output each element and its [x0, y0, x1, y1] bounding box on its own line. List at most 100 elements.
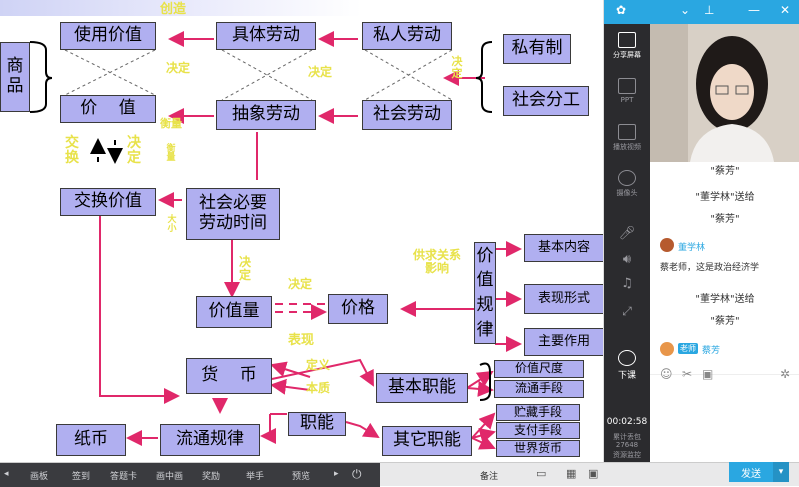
camera-button[interactable]: 摄像头	[604, 170, 650, 198]
box-use-value: 使用价值	[60, 22, 156, 50]
annotation-create: 创造	[160, 2, 187, 17]
annotation-decide-3: 决定	[451, 55, 463, 80]
annotation-definition: 定义	[306, 358, 331, 372]
expand-view-icon[interactable]: ▣	[588, 467, 599, 480]
box-form-of-expression: 表现形式	[524, 284, 603, 314]
play-video-button[interactable]: 播放视频	[604, 124, 650, 152]
toolbar-item-answer-card[interactable]: 答题卡	[110, 472, 138, 482]
box-basic-content: 基本内容	[524, 234, 603, 262]
ppt-button[interactable]: PPT	[604, 78, 650, 104]
annotation-measure-small: 衡量	[166, 144, 176, 164]
box-functions: 职能	[288, 412, 346, 436]
speaker-icon[interactable]: 🔊︎	[622, 252, 632, 267]
box-private-ownership: 私有制	[503, 34, 571, 64]
toolbar-item-reward[interactable]: 奖励	[202, 472, 221, 482]
stats-packet-loss-label: 累计丢包	[613, 433, 641, 441]
stats-packet-loss-value: 27648	[615, 441, 639, 449]
box-value: 价 值	[60, 95, 156, 123]
teacher-badge: 老师	[678, 343, 698, 354]
scissors-icon[interactable]: ✂	[682, 367, 693, 381]
microphone-icon[interactable]: 🎤︎	[618, 226, 636, 241]
toolbar-item-preview[interactable]: 预览	[292, 472, 311, 482]
box-commodity: 商品	[0, 42, 30, 112]
box-basic-functions: 基本职能	[376, 373, 468, 403]
chat-gift-recipient: "蔡芳"	[710, 214, 740, 225]
chat-gift-line: "董学林"送给	[695, 192, 755, 203]
box-payment-means: 支付手段	[496, 422, 580, 439]
annotation-decide-1: 决定	[166, 61, 191, 75]
send-button[interactable]: 发送	[729, 462, 773, 482]
chat-username: 董学林	[678, 243, 706, 253]
ppt-icon	[618, 78, 636, 94]
close-icon[interactable]: ✕	[780, 3, 791, 17]
stats-resource-monitor[interactable]: 资源监控	[613, 451, 641, 459]
box-circulation-means: 流通手段	[494, 380, 584, 398]
box-main-function: 主要作用	[524, 328, 603, 356]
slide-view-icon[interactable]: ▭	[536, 467, 547, 480]
toolbar-item-whiteboard[interactable]: 画板	[30, 472, 49, 482]
box-abstract-labor: 抽象劳动	[216, 100, 316, 130]
annotation-supply-demand: 供求关系影响	[412, 248, 461, 275]
emoji-icon[interactable]: ☺	[660, 367, 673, 381]
annotation-exchange: 交换	[65, 135, 79, 166]
teaching-tools-bar: ◂ 画板 签到 答题卡 画中画 奖励 举手 预览 ▸ ⏻	[0, 463, 380, 487]
annotation-express: 表现	[288, 333, 315, 348]
annotation-decide-4: 决定	[127, 135, 141, 166]
box-law-of-value: 价值规律	[474, 242, 496, 344]
image-icon[interactable]: ▣	[702, 367, 714, 381]
chat-panel: "蔡芳" "董学林"送给 "蔡芳" 董学林 蔡老师，这是政治经济学 "董学林"送…	[650, 162, 799, 374]
end-class-button[interactable]: 下课	[604, 350, 650, 381]
collapse-icon[interactable]: ⌄	[680, 3, 691, 17]
chat-message: 蔡老师，这是政治经济学	[660, 263, 760, 273]
grid-view-icon[interactable]: ▦	[566, 467, 577, 480]
annotation-decide-6: 决定	[288, 277, 313, 291]
tool-rail: 分享屏幕 PPT 播放视频 摄像头 🎤︎ 🔊︎ ♫ ⤢ 下课 00:02:58 …	[604, 24, 650, 462]
teacher-video-frame	[650, 24, 799, 162]
notes-button[interactable]: 备注	[480, 472, 499, 482]
box-socially-necessary-labor-time: 社会必要劳动时间	[186, 188, 280, 240]
gear-icon[interactable]: ✲	[780, 367, 791, 381]
power-icon[interactable]: ⏻	[352, 467, 362, 481]
minimize-icon[interactable]: —	[748, 3, 760, 17]
pin-icon[interactable]: ⊥	[704, 3, 715, 17]
toolbar-item-raise-hand[interactable]: 举手	[246, 472, 265, 482]
annotation-essence: 本质	[306, 381, 331, 395]
box-exchange-value: 交换价值	[60, 188, 156, 216]
class-timer: 00:02:58	[606, 417, 648, 427]
chat-gift-line: "董学林"送给	[695, 294, 755, 305]
share-screen-button[interactable]: 分享屏幕	[604, 32, 650, 60]
chat-username: 蔡芳	[702, 346, 721, 356]
chat-gift-recipient: "蔡芳"	[710, 166, 740, 177]
box-private-labor: 私人劳动	[362, 22, 452, 50]
box-price: 价格	[328, 294, 388, 324]
box-paper-money: 纸币	[56, 424, 126, 456]
classroom-side-panel: ✿ ⌄ ⊥ — ✕ 分享屏幕 PPT 播放视频 摄像头 🎤︎ 🔊︎ ♫ ⤢ 下课	[603, 0, 799, 462]
box-social-labor: 社会劳动	[362, 100, 452, 130]
box-value-quantity: 价值量	[196, 296, 272, 328]
annotation-measure: 衡量	[160, 117, 182, 130]
chat-input-area[interactable]: ☺ ✂ ▣ ✲	[650, 367, 799, 462]
toolbar-item-picture-in-picture[interactable]: 画中画	[156, 472, 184, 482]
annotation-decide-5: 决定	[238, 255, 251, 282]
camera-icon	[618, 170, 636, 186]
send-options-icon[interactable]: ▾	[773, 462, 789, 482]
slide-header-band	[0, 0, 603, 16]
toolbar-item-sign-in[interactable]: 签到	[72, 472, 91, 482]
collapse-arrow-icon[interactable]: ▸	[334, 469, 339, 479]
box-world-currency: 世界货币	[496, 440, 580, 457]
annotation-decide-2: 决定	[308, 65, 333, 79]
power-icon	[618, 350, 636, 366]
box-social-division: 社会分工	[503, 86, 589, 116]
bottom-toolbar: ◂ 画板 签到 答题卡 画中画 奖励 举手 预览 ▸ ⏻ 备注 ▭ ▦ ▣ 发送…	[0, 462, 799, 487]
logo-icon: ✿	[616, 3, 627, 17]
box-value-measure: 价值尺度	[494, 360, 584, 378]
avatar	[660, 342, 674, 356]
fullscreen-icon[interactable]: ⤢	[622, 304, 632, 318]
prev-page-icon[interactable]: ◂	[4, 469, 9, 479]
music-icon[interactable]: ♫	[621, 276, 633, 291]
box-storage-means: 贮藏手段	[496, 404, 580, 421]
teacher-video[interactable]	[650, 24, 799, 162]
share-screen-icon	[618, 32, 636, 48]
play-video-icon	[618, 124, 636, 140]
slide-canvas: 商品 使用价值 价 值 具体劳动 抽象劳动 私人劳动 社会劳动 私有制 社会分工…	[0, 0, 603, 457]
